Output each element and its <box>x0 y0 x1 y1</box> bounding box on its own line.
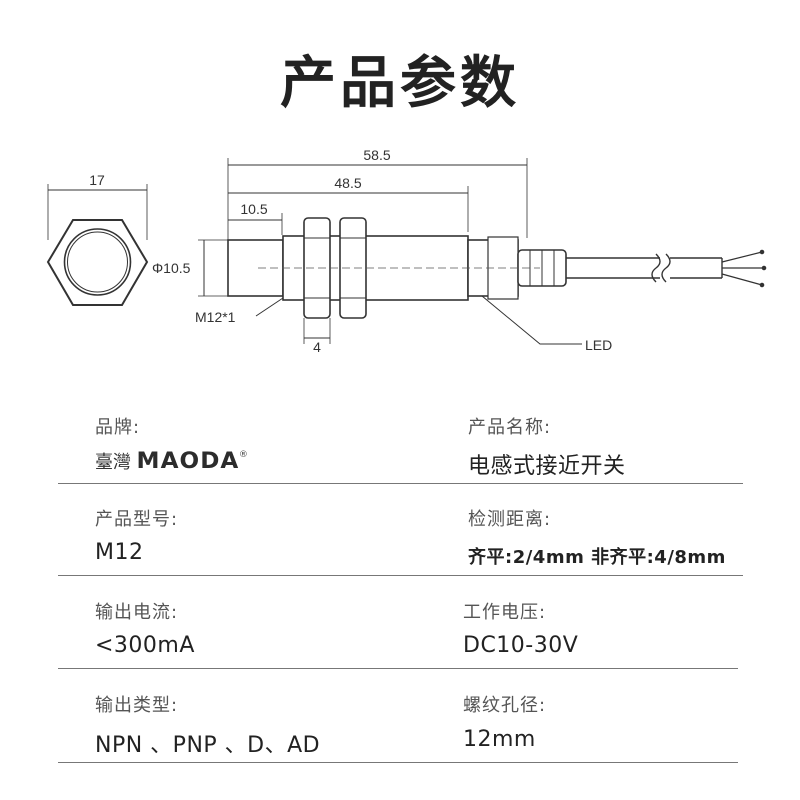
product-name-value: 电感式接近开关 <box>468 454 626 479</box>
model-label: 产品型号: <box>95 509 179 530</box>
hex-inner-circle-inner <box>67 231 128 293</box>
brand-label: 品牌: <box>95 417 141 438</box>
led-label: LED <box>585 337 612 353</box>
brand-logo: MAODA <box>136 448 240 474</box>
dim-total-length: 58.5 <box>363 147 390 163</box>
output-current-label: 输出电流: <box>95 602 179 623</box>
hex-end-view <box>46 184 149 306</box>
page-title: 产品参数 <box>280 51 520 116</box>
dim-hex-width: 17 <box>89 172 105 188</box>
voltage-label: 工作电压: <box>463 602 547 623</box>
registered-mark: ® <box>238 450 248 460</box>
sensor-face <box>227 239 284 297</box>
dim-thread: M12*1 <box>195 309 236 325</box>
dim-diameter: Φ10.5 <box>152 260 191 276</box>
model-value: M12 <box>95 540 144 565</box>
row-divider-4 <box>58 762 738 763</box>
hex-inner-circle-outer <box>63 228 132 296</box>
led-leader <box>481 295 582 345</box>
brand-prefix: 臺灣 <box>95 452 131 473</box>
row-divider-1 <box>58 483 743 484</box>
thread-diameter-value: 12mm <box>463 727 536 752</box>
hex-outline <box>46 219 149 306</box>
dimension-lines <box>198 158 528 344</box>
thread-diameter-label: 螺纹孔径: <box>463 695 547 716</box>
dim-nut-width: 4 <box>313 339 321 355</box>
leader-lines <box>255 295 582 345</box>
sensor-body <box>227 217 567 319</box>
detect-distance-label: 检测距离: <box>468 509 552 530</box>
cable <box>566 249 767 288</box>
row-divider-3 <box>58 668 738 669</box>
voltage-value: DC10-30V <box>463 633 579 658</box>
brand-logo-group: 臺灣 MAODA ® <box>95 448 248 474</box>
sensor-dimension-diagram: 17 58.5 48.5 10.5 Φ10.5 4 <box>46 147 767 355</box>
output-current-value: <300mA <box>95 633 195 658</box>
output-type-label: 输出类型: <box>95 695 179 716</box>
dim-body-length: 48.5 <box>334 175 361 191</box>
detect-distance-value: 齐平:2/4mm 非齐平:4/8mm <box>468 547 726 568</box>
product-name-label: 产品名称: <box>468 417 552 438</box>
output-type-value: NPN 、PNP 、D、AD <box>95 733 321 758</box>
row-divider-2 <box>58 575 743 576</box>
thread-leader <box>255 297 284 317</box>
dim-sensor-length: 10.5 <box>240 201 267 217</box>
